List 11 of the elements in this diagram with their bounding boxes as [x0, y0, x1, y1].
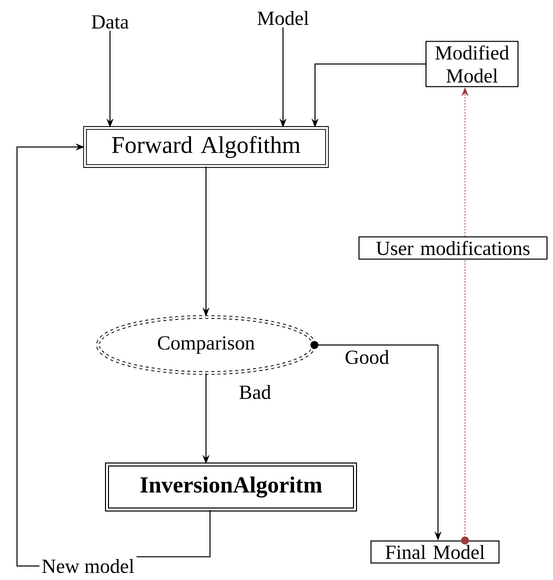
result-box: Final Model: [370, 540, 500, 564]
edge-label: Bad: [238, 384, 272, 400]
process-box: InversionAlgoritm: [105, 462, 357, 512]
input-label: Data: [92, 15, 129, 29]
note-box: User modifications: [358, 236, 548, 260]
arrow: [461, 259, 469, 544]
input-label: Model: [257, 10, 309, 26]
input-label: New model: [42, 558, 134, 574]
model-box: Modified Model: [426, 40, 518, 88]
process-box: Forward Algofithm: [83, 126, 329, 168]
edge-label: Good: [344, 348, 390, 366]
